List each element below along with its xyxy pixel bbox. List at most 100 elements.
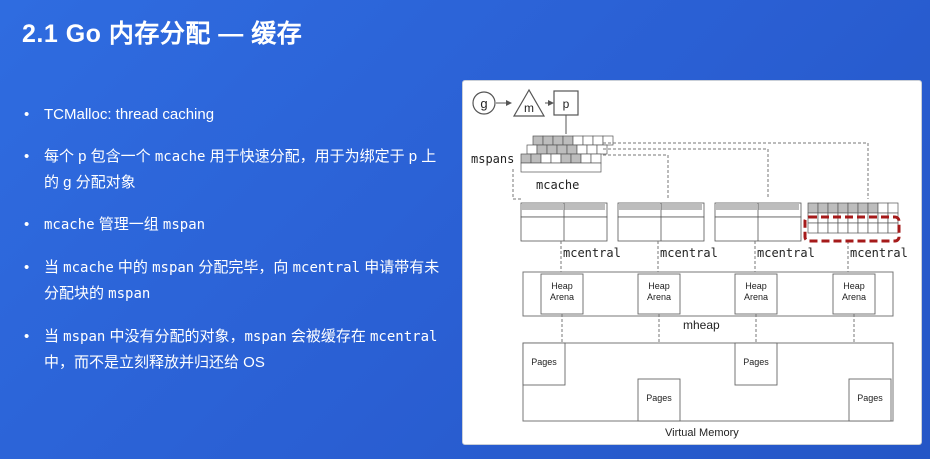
virtual-memory-row bbox=[522, 342, 894, 422]
bullet-text: 用于快速分配，用于为绑定于 p 上的 g 分配对象 bbox=[44, 148, 437, 191]
bullet-code: mspan bbox=[244, 329, 287, 345]
mcache-cell bbox=[540, 153, 552, 164]
mspans-label: mspans bbox=[471, 152, 514, 166]
mcentral-cell bbox=[817, 202, 829, 214]
p-label: p bbox=[563, 97, 570, 111]
mcentral-cell bbox=[887, 222, 899, 234]
mcentral-span-fill bbox=[619, 204, 660, 210]
bullet-text: 分配完毕，向 bbox=[194, 259, 293, 276]
cache-links bbox=[512, 142, 869, 200]
bullet-text: 会被缓存在 bbox=[286, 328, 370, 345]
mcache-grid bbox=[520, 135, 614, 173]
mcache-cell bbox=[530, 153, 542, 164]
mcentral-cell bbox=[877, 222, 889, 234]
page-box bbox=[734, 342, 778, 386]
bullet-code: mcache bbox=[44, 217, 95, 233]
mcentral-cell bbox=[807, 202, 819, 214]
page-box bbox=[848, 378, 892, 422]
heap-arena-label: Heap bbox=[745, 281, 767, 291]
mcentral-cell bbox=[847, 222, 859, 234]
bullet-code: mcache bbox=[154, 149, 206, 165]
heap-arena-label: Arena bbox=[842, 292, 866, 302]
m-label: m bbox=[524, 101, 534, 115]
bullet-text: 每个 p 包含一个 bbox=[44, 148, 155, 165]
virtual-memory-label: Virtual Memory bbox=[665, 427, 739, 439]
mcache-cell bbox=[582, 135, 594, 146]
heap-arena-box bbox=[832, 273, 876, 315]
mcentral-cell bbox=[827, 202, 839, 214]
mcache-cell bbox=[536, 144, 548, 155]
heap-arena-box bbox=[734, 273, 778, 315]
mcentral-label: mcentral bbox=[660, 246, 718, 260]
bullet-item: mcache 管理一组 mspan bbox=[22, 212, 442, 238]
bullet-text: 中，而不是立刻释放并归还给 OS bbox=[44, 354, 265, 371]
bullet-text: 当 bbox=[44, 259, 64, 276]
bullet-text: 申请带有未分配块的 bbox=[44, 259, 440, 302]
mcentral-cell bbox=[817, 222, 829, 234]
mcache-cell bbox=[520, 162, 602, 173]
heap-arena-label: Arena bbox=[647, 292, 671, 302]
heap-arena-box bbox=[637, 273, 681, 315]
highlight-box bbox=[803, 215, 901, 243]
bullet-item: TCMalloc: thread caching bbox=[22, 102, 442, 127]
mcentral-cell bbox=[857, 222, 869, 234]
heap-arena-label: Heap bbox=[648, 281, 670, 291]
mcache-cell bbox=[602, 135, 614, 146]
bullet-code: mspan bbox=[63, 329, 106, 345]
mcache-cell bbox=[542, 135, 554, 146]
m-node bbox=[512, 88, 546, 117]
bullet-text: 中没有分配的对象， bbox=[105, 328, 245, 345]
page-label: Pages bbox=[857, 393, 883, 403]
mcentral-cell bbox=[837, 222, 849, 234]
mcache-cell bbox=[590, 153, 602, 164]
mcache-cell bbox=[592, 135, 604, 146]
mcache-cell bbox=[570, 153, 582, 164]
mcentral-label: mcentral bbox=[563, 246, 621, 260]
mcentral-span-fill bbox=[522, 204, 563, 210]
mcentral-cell bbox=[877, 202, 889, 214]
mcache-cell bbox=[520, 153, 532, 164]
bullet-text: 当 bbox=[44, 328, 64, 345]
p-node bbox=[553, 90, 579, 116]
mcentral-cell bbox=[827, 222, 839, 234]
page-label: Pages bbox=[743, 357, 769, 367]
heap-arena-label: Arena bbox=[744, 292, 768, 302]
heap-arena-label: Arena bbox=[550, 292, 574, 302]
page-label: Pages bbox=[531, 357, 557, 367]
mcache-cell bbox=[552, 135, 564, 146]
slide-title: 2.1 Go 内存分配 — 缓存 bbox=[22, 20, 303, 48]
mcache-cell bbox=[556, 144, 568, 155]
mcentral-cell bbox=[847, 202, 859, 214]
mcentral-cell bbox=[887, 202, 899, 214]
mcentral-span-fill bbox=[564, 204, 605, 210]
mcache-cell bbox=[550, 153, 562, 164]
bullet-code: mcentral bbox=[292, 260, 361, 276]
bullet-text: 中的 bbox=[113, 259, 153, 276]
mcentral-cell bbox=[857, 202, 869, 214]
mheap-label: mheap bbox=[683, 318, 720, 332]
page-label: Pages bbox=[646, 393, 672, 403]
mcache-cell bbox=[596, 144, 608, 155]
mcentral-cell bbox=[837, 202, 849, 214]
mcentral-span-fill bbox=[716, 204, 757, 210]
bullet-text: 管理一组 bbox=[94, 216, 163, 233]
mcache-cell bbox=[532, 135, 544, 146]
mcache-cell bbox=[526, 144, 538, 155]
heap-arena-label: Heap bbox=[843, 281, 865, 291]
mcentral-span-fill bbox=[758, 204, 799, 210]
g-label: g bbox=[480, 96, 487, 111]
mcache-cell bbox=[560, 153, 572, 164]
bullet-code: mcache bbox=[63, 260, 114, 276]
bullet-list: TCMalloc: thread caching 每个 p 包含一个 mcache… bbox=[22, 102, 442, 392]
mcentral-cell bbox=[867, 222, 879, 234]
mcache-cell bbox=[586, 144, 598, 155]
bullet-text: TCMalloc: thread caching bbox=[44, 106, 215, 123]
mcache-cell bbox=[562, 135, 574, 146]
bullet-code: mspan bbox=[162, 217, 206, 233]
bullet-code: mcentral bbox=[370, 329, 438, 345]
